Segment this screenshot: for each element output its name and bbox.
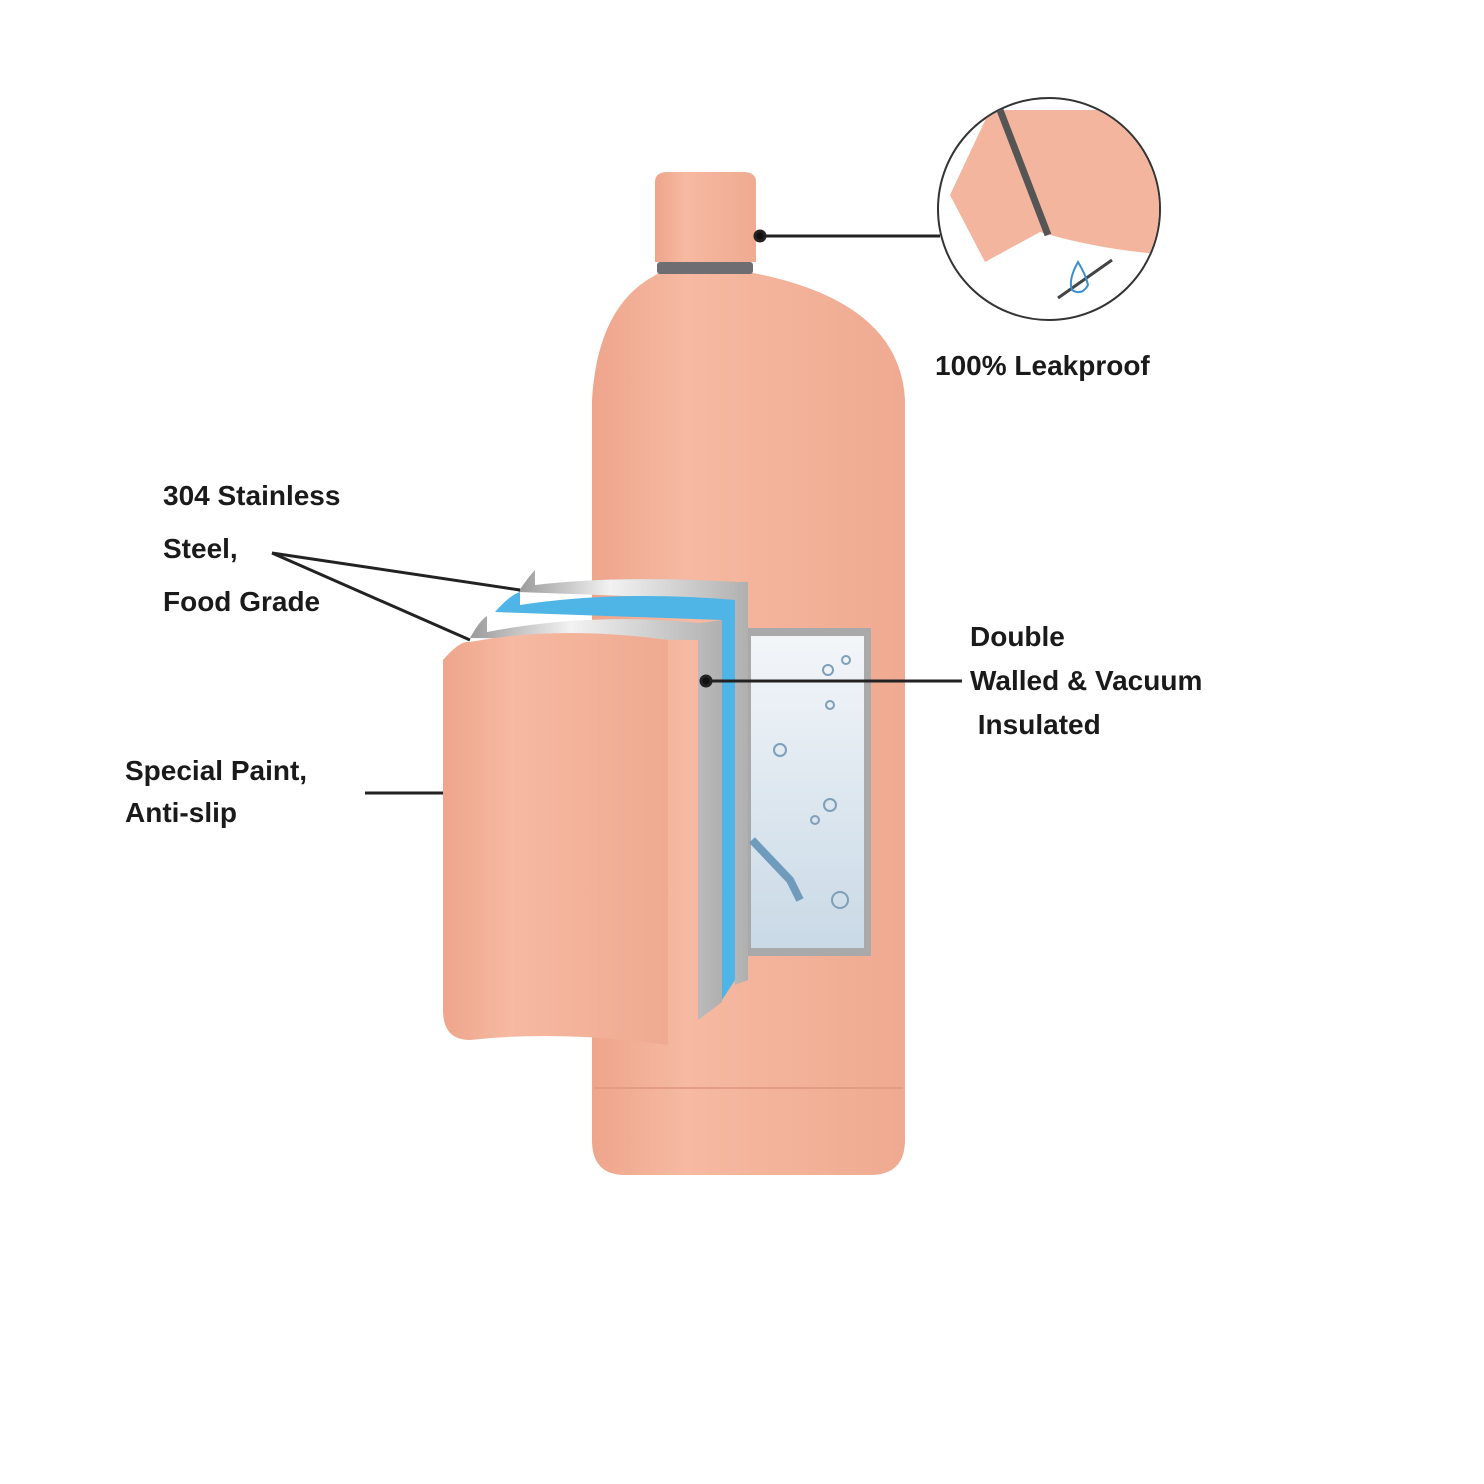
paint-label-line1: Special Paint,	[125, 755, 308, 786]
leakproof-label: 100% Leakproof	[935, 350, 1150, 381]
leader-lines	[271, 229, 962, 795]
vacuum-label-line2: Walled & Vacuum	[970, 665, 1203, 696]
paint-label-line2: Anti-slip	[125, 797, 237, 828]
steel-label-line1: 304 Stainless	[163, 480, 341, 511]
water-window	[745, 628, 871, 956]
steel-label-line2: Steel,	[163, 533, 238, 564]
vacuum-label-line1: Double	[970, 621, 1065, 652]
steel-label-line3: Food Grade	[163, 586, 321, 617]
wall-layers	[443, 570, 748, 1045]
vacuum-label-line3: Insulated	[970, 709, 1101, 740]
leakproof-inset	[937, 97, 1161, 321]
